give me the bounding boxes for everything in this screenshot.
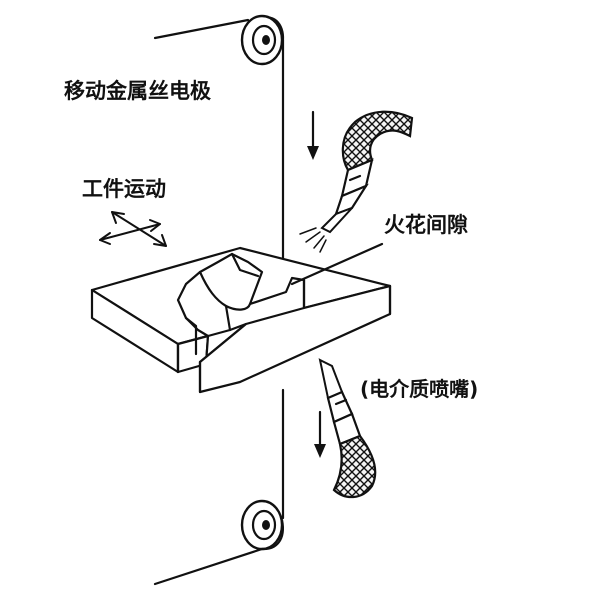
feed-arrow-lower-icon xyxy=(314,410,326,458)
upper-dielectric-nozzle xyxy=(299,110,414,253)
workpiece xyxy=(90,246,392,394)
lower-dielectric-nozzle xyxy=(318,358,377,499)
top-pulley-icon xyxy=(153,14,285,66)
spark-gap-leader xyxy=(290,242,384,286)
feed-arrow-upper-icon xyxy=(307,110,319,160)
workpiece-motion-arrows-icon xyxy=(99,211,167,247)
nozzle-label: (电介质喷嘴) xyxy=(360,377,478,401)
spark-gap-label: 火花间隙 xyxy=(384,213,468,237)
workpiece-motion-label: 工件运动 xyxy=(82,177,166,201)
electrode-label: 移动金属丝电极 xyxy=(64,79,212,103)
bottom-pulley-icon xyxy=(153,499,284,586)
